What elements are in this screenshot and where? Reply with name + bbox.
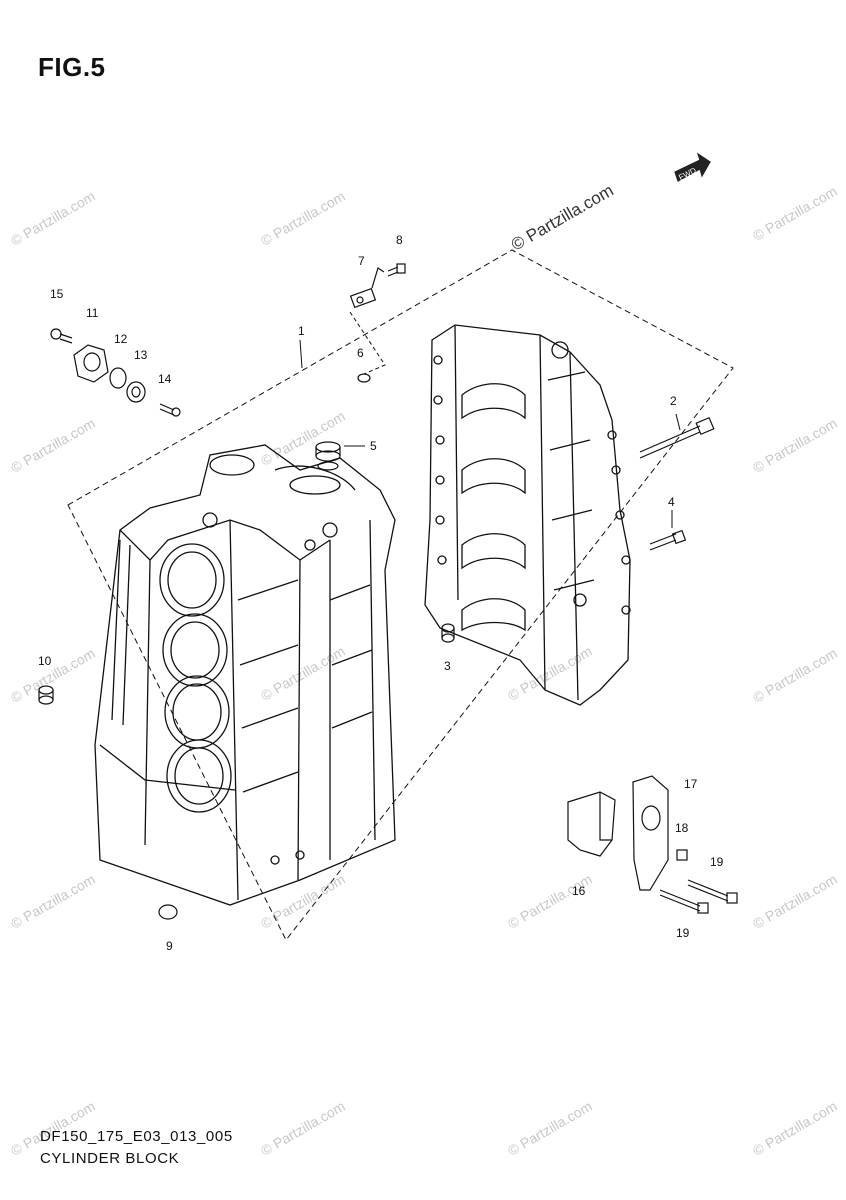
fwd-arrow-icon: FWD (674, 152, 711, 182)
diagram-name: CYLINDER BLOCK (40, 1150, 180, 1167)
callout-15: 15 (50, 287, 64, 301)
callout-11: 11 (86, 306, 99, 320)
bracket-part-16 (567, 791, 616, 857)
bolt-part-4 (649, 510, 687, 551)
crankcase (424, 324, 631, 706)
bolt-part-15 (50, 328, 73, 344)
bolt-part-19b (659, 889, 709, 914)
bolt-part-2 (639, 413, 715, 459)
nut-part-18 (676, 849, 688, 861)
callout-19a: 19 (710, 855, 724, 869)
callout-10: 10 (38, 654, 52, 668)
dowel-part-3 (441, 623, 455, 643)
callout-13: 13 (134, 348, 148, 362)
bolt-part-19a (687, 879, 738, 904)
callout-18: 18 (675, 821, 689, 835)
callout-16: 16 (572, 884, 586, 898)
screw-part-8 (387, 263, 406, 277)
callout-14: 14 (158, 372, 172, 386)
figure-title: FIG.5 (38, 52, 106, 82)
callout-2: 2 (670, 394, 677, 408)
o-ring-part-6 (357, 373, 371, 383)
assembly-boundary (67, 249, 734, 941)
leader-line (299, 339, 303, 369)
sensor-part-7 (349, 267, 385, 309)
o-ring-part-9 (158, 904, 178, 920)
callout-1: 1 (298, 324, 305, 338)
thermostat-part-13 (126, 381, 146, 403)
callout-19b: 19 (676, 926, 690, 940)
cylinder-block (94, 444, 396, 906)
bolt-part-14 (159, 403, 181, 417)
callout-6: 6 (357, 346, 364, 360)
cover-part-11 (73, 344, 109, 383)
gasket-part-12 (109, 367, 127, 389)
callout-8: 8 (396, 233, 403, 247)
callout-5: 5 (370, 439, 377, 453)
plate-part-17 (632, 775, 669, 891)
callout-7: 7 (358, 254, 365, 268)
plug-part-5 (315, 441, 365, 471)
callout-17: 17 (684, 777, 698, 791)
diagram-code: DF150_175_E03_013_005 (40, 1128, 233, 1145)
callout-12: 12 (114, 332, 128, 346)
plug-part-10 (38, 685, 54, 705)
callout-3: 3 (444, 659, 451, 673)
callout-9: 9 (166, 939, 173, 953)
callout-4: 4 (668, 495, 675, 509)
